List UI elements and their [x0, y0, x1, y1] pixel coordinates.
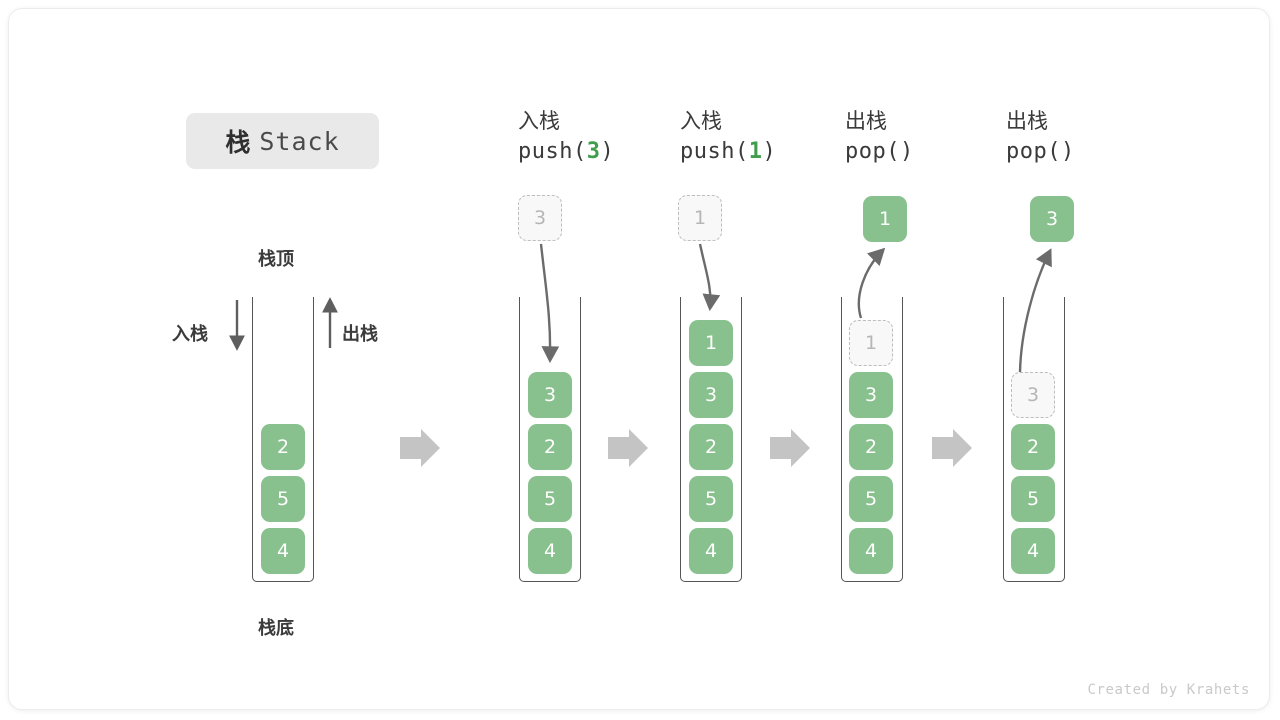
title-badge: 栈 Stack: [186, 113, 379, 169]
title-cn: 栈: [225, 128, 251, 157]
stack-cell: 5: [689, 476, 733, 522]
code-suffix: ): [899, 139, 914, 164]
stack-cell: 4: [849, 528, 893, 574]
incoming-ghost-cell: 3: [518, 195, 562, 241]
push-direction-label: 入栈: [172, 324, 208, 345]
popped-result-cell: 3: [1030, 196, 1074, 242]
stack-cell: 2: [528, 424, 572, 470]
incoming-ghost-cell: 1: [678, 195, 722, 241]
popped-ghost-cell: 3: [1011, 372, 1055, 418]
code-arg: 3: [586, 139, 601, 164]
stack-cell: 1: [689, 320, 733, 366]
popped-ghost-cell: 1: [849, 320, 893, 366]
stack-top-label: 栈顶: [258, 249, 294, 270]
stage-header-cn: 入栈: [518, 109, 560, 133]
stack-cell: 2: [1011, 424, 1055, 470]
credit-text: Created by Krahets: [1087, 682, 1250, 698]
stack-cell: 3: [689, 372, 733, 418]
stage-header-push-3: 入栈 push(3): [518, 106, 678, 168]
stack-cell: 4: [261, 528, 305, 574]
code-suffix: ): [762, 139, 777, 164]
code-prefix: push(: [680, 139, 749, 164]
pop-direction-label: 出栈: [342, 324, 378, 345]
popped-result-cell: 1: [863, 196, 907, 242]
stage-header-code: push(3): [518, 136, 678, 168]
stack-cell: 2: [849, 424, 893, 470]
stack-cell: 2: [689, 424, 733, 470]
stack-cell: 4: [528, 528, 572, 574]
code-suffix: ): [1060, 139, 1075, 164]
stage-header-cn: 入栈: [680, 109, 722, 133]
code-prefix: push(: [518, 139, 587, 164]
stage-header-code: push(1): [680, 136, 840, 168]
stack-tube-push-1: [680, 297, 742, 582]
stack-bottom-label: 栈底: [258, 618, 294, 639]
stage-header-code: pop(): [845, 136, 1005, 168]
stack-tube-pop-3: [1003, 297, 1065, 582]
stack-cell: 5: [849, 476, 893, 522]
code-suffix: ): [600, 139, 615, 164]
stack-tube-initial: [252, 297, 314, 582]
stage-header-push-1: 入栈 push(1): [680, 106, 840, 168]
code-arg: 1: [748, 139, 763, 164]
stage-header-pop-3: 出栈 pop(): [1006, 106, 1166, 168]
stage-header-cn: 出栈: [845, 109, 887, 133]
stack-cell: 5: [261, 476, 305, 522]
stack-cell: 4: [689, 528, 733, 574]
stack-tube-push-3: [519, 297, 581, 582]
stage-header-pop-1: 出栈 pop(): [845, 106, 1005, 168]
stack-cell: 3: [849, 372, 893, 418]
code-prefix: pop(: [1006, 139, 1061, 164]
stage-header-code: pop(): [1006, 136, 1166, 168]
stack-cell: 5: [1011, 476, 1055, 522]
stack-cell: 5: [528, 476, 572, 522]
title-en: Stack: [259, 126, 340, 156]
stage-header-cn: 出栈: [1006, 109, 1048, 133]
stack-cell: 2: [261, 424, 305, 470]
stack-cell: 3: [528, 372, 572, 418]
stack-tube-pop-1: [841, 297, 903, 582]
code-prefix: pop(: [845, 139, 900, 164]
stack-cell: 4: [1011, 528, 1055, 574]
